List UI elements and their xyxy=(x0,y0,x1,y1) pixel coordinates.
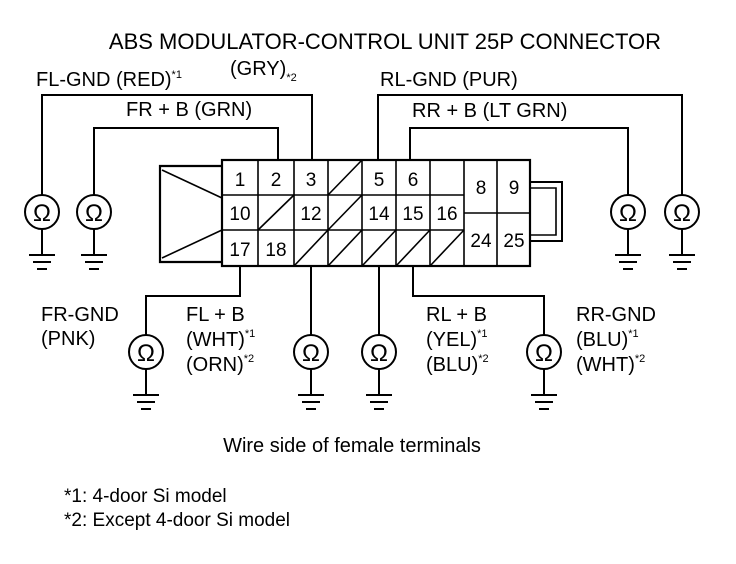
connector-latch xyxy=(158,164,222,264)
wire-rr-gnd xyxy=(412,266,545,335)
ohmmeter-rl-gnd: Ω xyxy=(664,194,700,270)
wire-rr-b xyxy=(409,127,629,195)
ohmmeter-fl-b: Ω xyxy=(293,334,329,410)
connector-grid xyxy=(222,159,530,267)
footnote-1: *1: 4-door Si model xyxy=(64,486,227,507)
footnote-2: *2: Except 4-door Si model xyxy=(64,510,290,531)
label-rr-gnd-1: RR-GND xyxy=(576,304,656,326)
jumper-wire-9-25-inner xyxy=(530,187,557,236)
ohmmeter-rl-b: Ω xyxy=(361,334,397,410)
label-rr-gnd-2: (BLU)*1 xyxy=(576,328,639,351)
footnote-marker: *2 xyxy=(286,72,296,84)
wire-fl-gnd xyxy=(41,94,313,195)
terminal-25: 25 xyxy=(503,231,524,252)
diagram-title: ABS MODULATOR-CONTROL UNIT 25P CONNECTOR xyxy=(109,29,661,54)
footnote-marker: *2 xyxy=(244,353,254,365)
ground-icon xyxy=(133,369,159,410)
footnote-marker: *1 xyxy=(477,328,487,340)
ohm-icon: Ω xyxy=(302,340,320,367)
label-rr-b: RR + B (LT GRN) xyxy=(412,100,567,122)
label-fr-gnd-2: (PNK) xyxy=(41,328,95,350)
terminal-17: 17 xyxy=(229,240,250,261)
ground-icon xyxy=(298,369,324,410)
terminal-14: 14 xyxy=(368,204,390,225)
ohm-icon: Ω xyxy=(370,340,388,367)
wire-fr-gnd xyxy=(145,266,241,335)
jumper-wire-9-25 xyxy=(530,181,563,242)
label-rl-b-2: (YEL)*1 xyxy=(426,328,488,351)
ohmmeter-rr-b: Ω xyxy=(610,194,646,270)
wire-rl-gnd xyxy=(377,94,683,195)
ohmmeter-rr-gnd: Ω xyxy=(526,334,562,410)
ohm-icon: Ω xyxy=(673,200,691,227)
label-rl-b-3: (BLU)*2 xyxy=(426,353,489,376)
ohmmeter-fl-gnd: Ω xyxy=(24,194,60,270)
footnote-marker: *2 xyxy=(635,353,645,365)
terminal-15: 15 xyxy=(402,204,423,225)
label-rl-gnd: RL-GND (PUR) xyxy=(380,69,518,91)
ground-icon xyxy=(366,369,392,410)
ground-icon xyxy=(669,229,695,270)
ohm-icon: Ω xyxy=(33,200,51,227)
ground-icon xyxy=(531,369,557,410)
terminal-2: 2 xyxy=(271,170,282,191)
wire-fr-b xyxy=(93,127,279,195)
label-fl-b-3: (ORN)*2 xyxy=(186,353,254,376)
terminal-5: 5 xyxy=(374,170,385,191)
ohm-icon: Ω xyxy=(85,200,103,227)
terminal-8: 8 xyxy=(476,178,487,199)
label-rr-gnd-3: (WHT)*2 xyxy=(576,353,645,376)
ohmmeter-fr-b: Ω xyxy=(76,194,112,270)
label-gry: (GRY)*2 xyxy=(230,58,297,84)
terminal-12: 12 xyxy=(300,204,321,225)
terminal-3: 3 xyxy=(306,170,317,191)
label-fl-b-1: FL + B xyxy=(186,304,245,326)
ground-icon xyxy=(615,229,641,270)
footnote-marker: *1 xyxy=(245,328,255,340)
caption: Wire side of female terminals xyxy=(223,435,481,457)
ohm-icon: Ω xyxy=(535,340,553,367)
terminal-6: 6 xyxy=(408,170,419,191)
ground-icon xyxy=(81,229,107,270)
label-fr-gnd-1: FR-GND xyxy=(41,304,119,326)
footnote-marker: *2 xyxy=(478,353,488,365)
ohm-icon: Ω xyxy=(619,200,637,227)
terminal-18: 18 xyxy=(265,240,286,261)
footnote-marker: *1 xyxy=(172,69,182,81)
connector-latch-inner xyxy=(161,169,223,259)
label-fr-b: FR + B (GRN) xyxy=(126,99,252,121)
label-fl-b-2: (WHT)*1 xyxy=(186,328,255,351)
terminal-10: 10 xyxy=(229,204,250,225)
ohm-icon: Ω xyxy=(137,340,155,367)
footnote-marker: *1 xyxy=(628,328,638,340)
terminal-1: 1 xyxy=(235,170,246,191)
terminal-9: 9 xyxy=(509,178,520,199)
ground-icon xyxy=(29,229,55,270)
terminal-16: 16 xyxy=(436,204,457,225)
ohmmeter-fr-gnd: Ω xyxy=(128,334,164,410)
label-rl-b-1: RL + B xyxy=(426,304,487,326)
label-fl-gnd: FL-GND (RED)*1 xyxy=(36,69,182,91)
terminal-24: 24 xyxy=(470,231,492,252)
